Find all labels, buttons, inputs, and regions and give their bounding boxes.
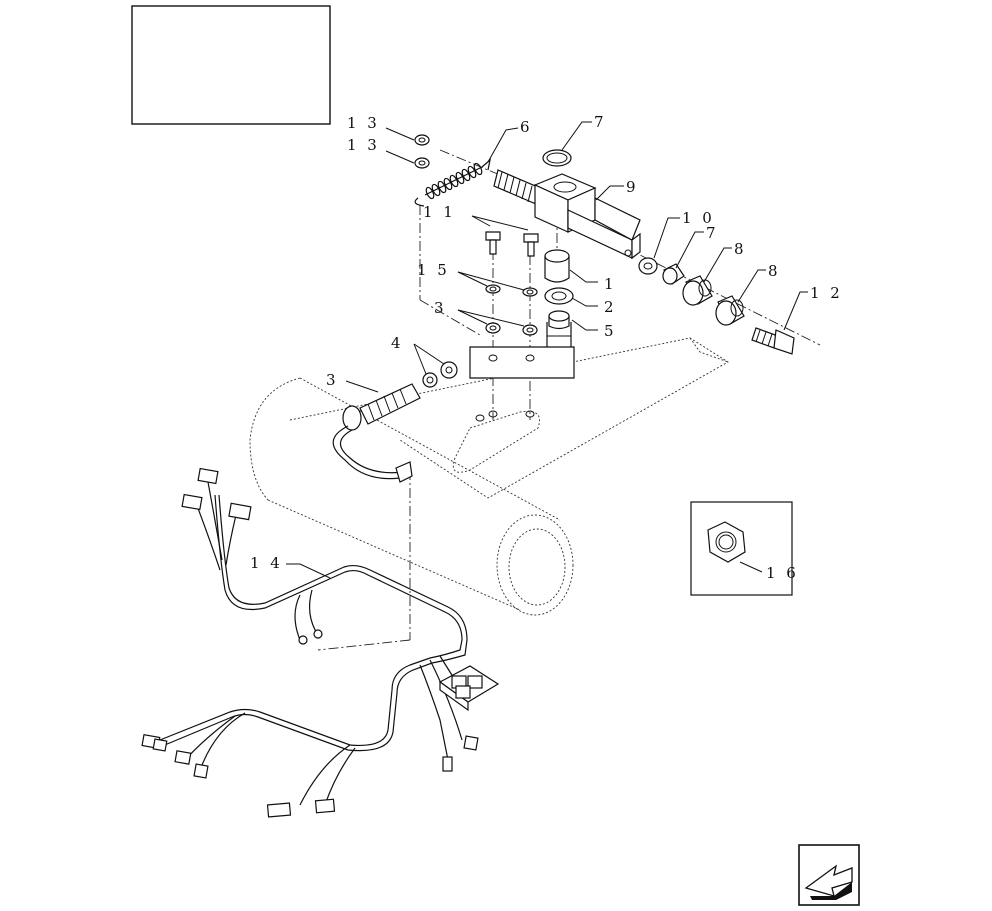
callout-4: 4: [391, 334, 404, 352]
nut-3-left: [485, 322, 501, 334]
callout-13-top: 1 3: [347, 114, 380, 132]
roller-8-b: [715, 295, 745, 326]
nut-4-b: [440, 361, 458, 379]
harness-connectors: [141, 467, 500, 818]
callout-13-bottom: 1 3: [347, 136, 380, 154]
callout-15: 1 5: [417, 261, 450, 279]
roller-8-a: [682, 275, 713, 306]
callout-8-a: 8: [734, 240, 747, 258]
callout-16: 1 6: [766, 564, 799, 582]
proximity-sensor-3: [332, 383, 421, 483]
washer-15-left: [485, 284, 501, 294]
callout-1: 1: [604, 275, 617, 293]
bolt-11-right: [523, 233, 539, 257]
hex-nut-icon: [707, 521, 746, 563]
callout-7-right: 7: [706, 224, 719, 242]
nut-3-right: [522, 324, 538, 336]
back-arrow-icon[interactable]: [798, 844, 860, 906]
nut-13-top: [414, 134, 430, 146]
nut-10: [638, 257, 658, 275]
leader-lines: [286, 121, 808, 579]
callout-3-top: 3: [434, 299, 447, 317]
wiring-harness-14: [154, 481, 468, 806]
base-plate: [469, 346, 575, 379]
snap-ring-7: [542, 149, 572, 167]
washer-2: [544, 287, 574, 305]
nut-4-a: [422, 372, 438, 388]
lever-9: [493, 169, 641, 260]
callout-9: 9: [626, 178, 639, 196]
nut-16-detail: [690, 501, 793, 596]
boom-arm: [249, 337, 729, 616]
bolt-11-left: [485, 231, 501, 255]
callout-5: 5: [604, 322, 617, 340]
callout-10: 1 0: [682, 209, 715, 227]
nut-13-bottom: [414, 157, 430, 169]
callout-11: 1 1: [423, 203, 456, 221]
washer-15-right: [522, 287, 538, 297]
callout-2: 2: [604, 298, 617, 316]
bushing-1: [544, 249, 570, 283]
callout-6: 6: [520, 118, 533, 136]
spring-6: [414, 158, 491, 207]
callout-labels: 1 3 1 3 6 7 9 1 1 1 0 7 8 8 1 2 1 5 1 2 …: [250, 113, 843, 582]
spacer-7: [662, 263, 685, 285]
callout-12: 1 2: [810, 284, 843, 302]
callout-7-top: 7: [594, 113, 607, 131]
bolt-12: [751, 327, 795, 355]
title-box: [131, 5, 331, 125]
callout-8-b: 8: [768, 262, 781, 280]
callout-3-sensor: 3: [326, 371, 339, 389]
callout-14: 1 4: [250, 554, 283, 572]
